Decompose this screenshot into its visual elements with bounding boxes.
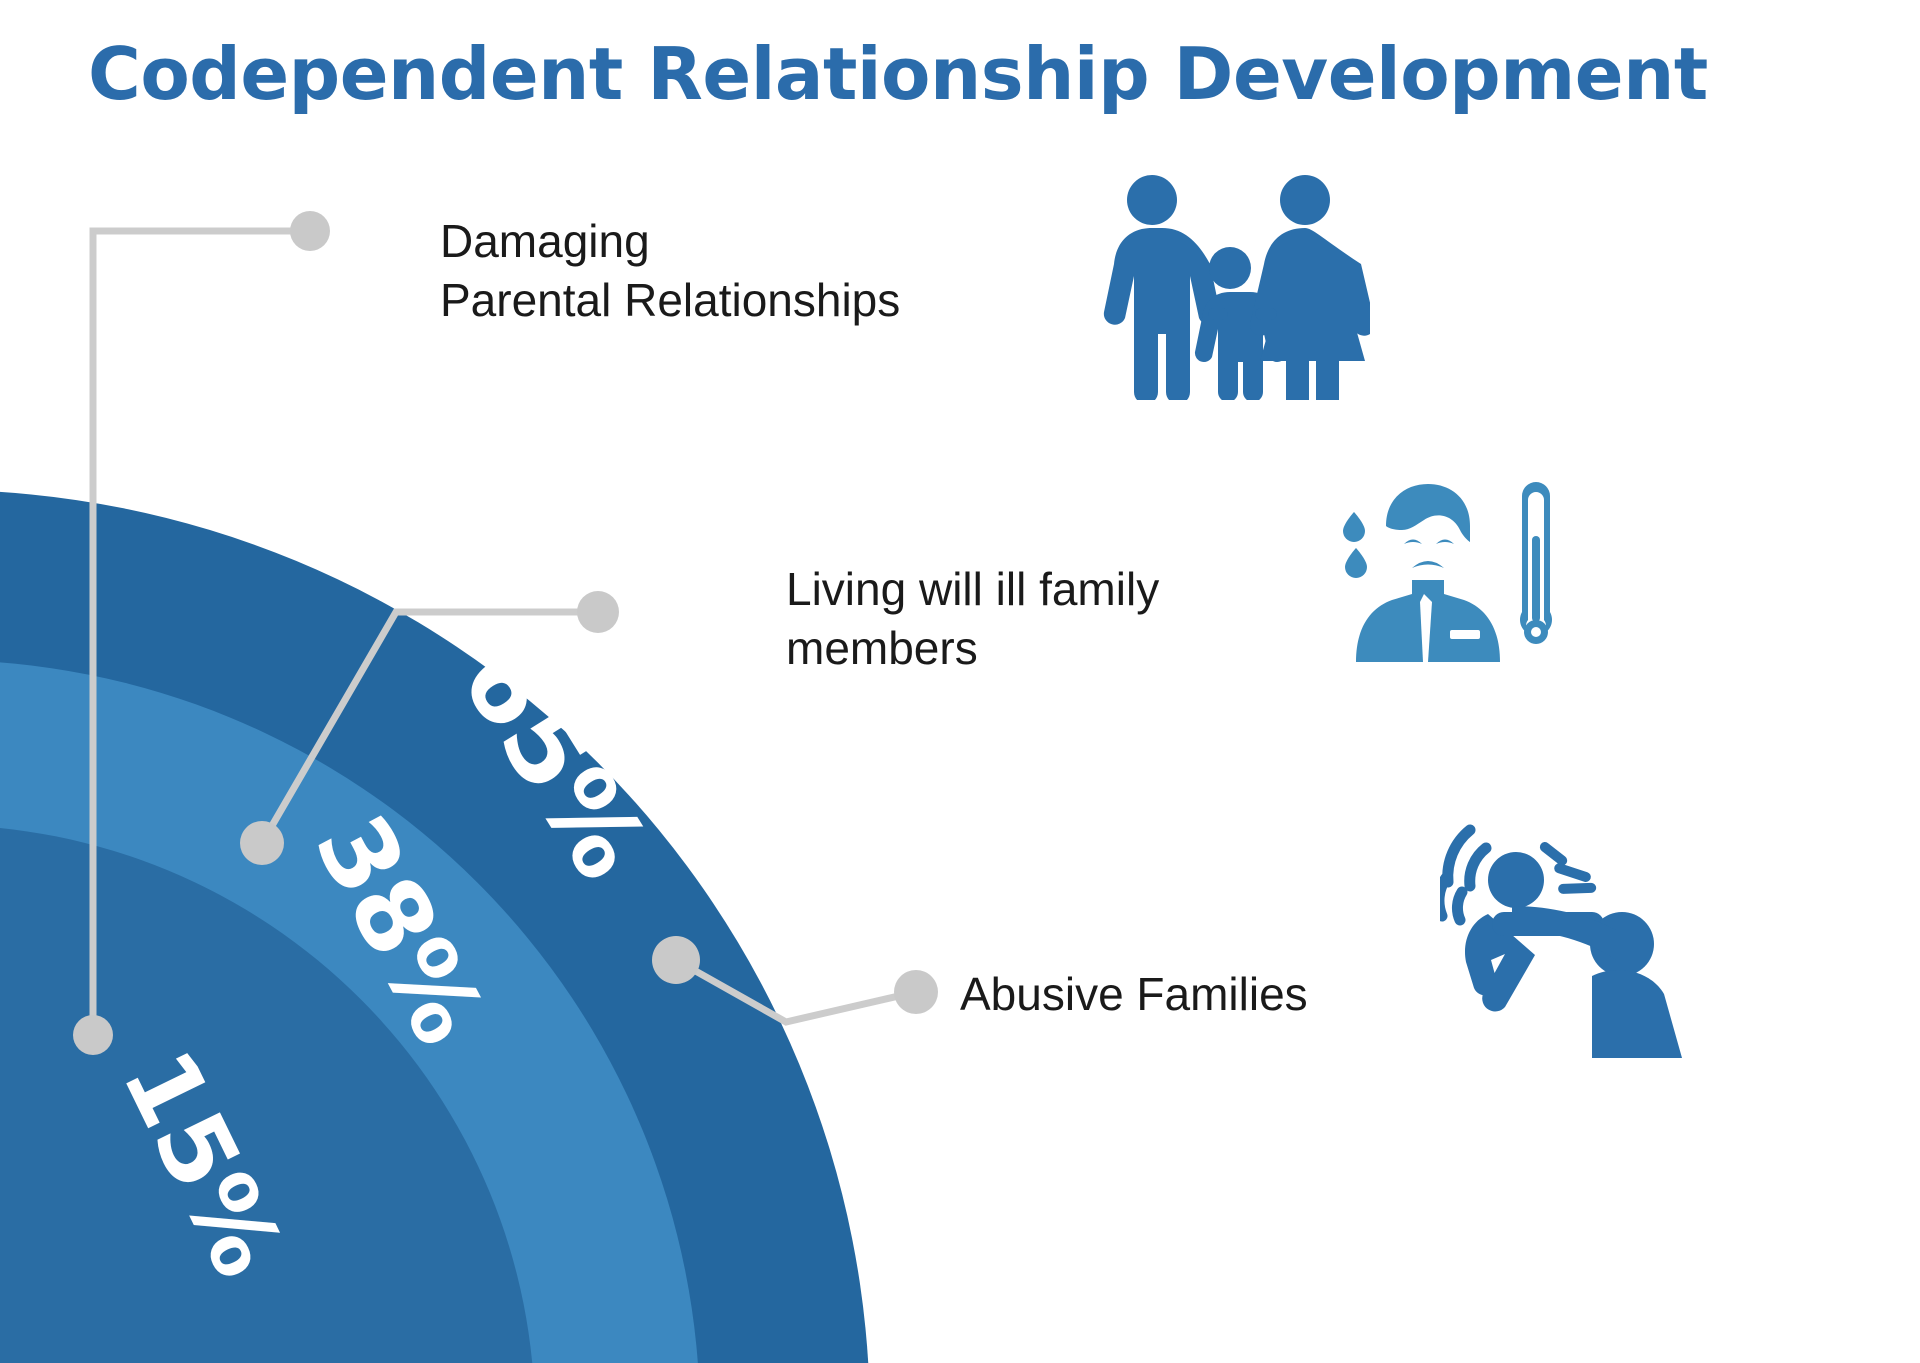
abuse-violence-icon <box>1433 818 1690 1058</box>
page-title: Codependent Relationship Development <box>88 32 1708 116</box>
connector-dot-label-living-with-ill-family-members[interactable] <box>577 591 619 633</box>
connector-dot-arc-middle-38 <box>240 821 284 865</box>
percent-label-middle: 38% <box>292 796 508 1063</box>
connector-dot-label-damaging-parental-relationships[interactable] <box>290 211 330 251</box>
sick-person-thermometer-icon <box>1332 478 1564 668</box>
callout-label-living-with-ill-family-members: Living will ill family members <box>786 563 1160 674</box>
callout-label-abusive-families: Abusive Families <box>960 968 1308 1020</box>
connector-line-damaging-parental-relationships <box>89 227 314 1039</box>
connector-dot-arc-outer-65 <box>652 936 700 984</box>
connector-line-abusive-families <box>672 956 920 1026</box>
family-icon <box>1090 172 1376 427</box>
percent-label-inner: 15% <box>99 1033 305 1295</box>
callout-label-damaging-parental-relationships: Damaging Parental Relationships <box>440 215 901 326</box>
arc-ring-inner-15 <box>0 828 533 1363</box>
connector-dot-arc-inner-15 <box>73 1015 113 1055</box>
percent-label-outer: 65% <box>436 624 673 900</box>
connector-dot-label-abusive-families[interactable] <box>894 970 938 1014</box>
